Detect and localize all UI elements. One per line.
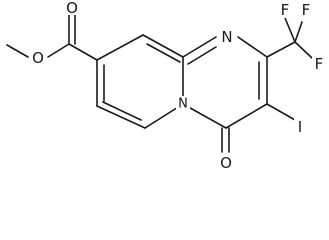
fluorine-1-label: F — [281, 1, 290, 19]
ester-oxygen-label: O — [32, 49, 44, 67]
bond-c6-c7 — [96, 105, 146, 129]
atom-labels: O O N N O I F — [30, 0, 326, 172]
ring-nitrogen-bridge-label: N — [178, 97, 188, 112]
bond-oxygen-ester-carbon — [47, 43, 70, 58]
ring-nitrogen-top-atom: N — [219, 28, 236, 46]
bond-n1-c2 — [237, 36, 268, 58]
fluorine-3-label: F — [315, 55, 324, 73]
fluorine-3-atom: F — [312, 55, 326, 73]
ring-nitrogen-bridge-atom: N — [176, 96, 190, 112]
bond-c9-c9a-double — [146, 43, 181, 63]
bond-c3-c4 — [225, 103, 268, 129]
ester-carbonyl-oxygen-atom: O — [64, 0, 80, 17]
bond-c2-cf3 — [266, 41, 296, 58]
fluorine-2-label: F — [302, 1, 311, 19]
bond-c9-c9a — [142, 34, 184, 58]
structure-canvas: O O N N O I F — [6, 0, 326, 172]
ester-oxygen-atom: O — [30, 49, 46, 67]
ring-nitrogen-top-label: N — [221, 28, 232, 46]
ketone-oxygen-atom: O — [218, 154, 235, 172]
chemical-structure-diagram: O O N N O I F — [6, 0, 326, 172]
bond-c3-iodine — [266, 103, 296, 121]
fluorine-2-atom: F — [299, 1, 313, 19]
bond-c8-c9 — [96, 34, 144, 61]
fluorine-1-atom: F — [278, 1, 292, 19]
bond-c9a-n1-double — [187, 46, 217, 65]
bond-c9a-n1 — [182, 36, 217, 58]
bond-ester-ring — [68, 43, 98, 61]
bond-c4-n — [182, 103, 227, 129]
bond-methyl-oxygen — [6, 44, 29, 58]
bond-cf3-f3 — [294, 41, 313, 59]
bonds — [6, 13, 313, 153]
ketone-oxygen-label: O — [220, 154, 232, 172]
bond-cf3-f1 — [284, 17, 296, 43]
iodine-label: I — [298, 118, 302, 136]
bond-c6-c7-double — [102, 101, 142, 121]
ester-carbonyl-oxygen-label: O — [66, 0, 78, 17]
iodine-atom: I — [294, 118, 306, 136]
bond-cf3-f2 — [294, 21, 303, 43]
